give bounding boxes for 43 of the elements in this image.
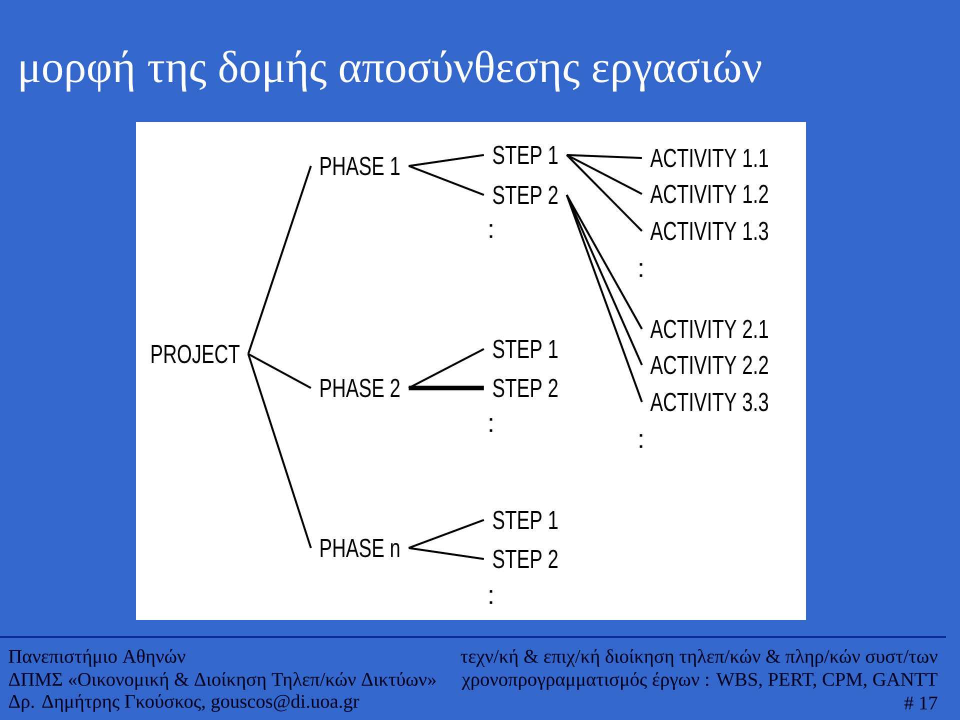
step-label: STEP 1 xyxy=(493,340,558,358)
activity-label: ACTIVITY 1.2 xyxy=(650,184,768,204)
step-label: STEP 1 xyxy=(493,146,558,164)
branch-line xyxy=(566,154,643,232)
footer-text: χρονοπρογραμματισμός έργων : WBS, PERT, CPM, GANTT xyxy=(462,672,938,690)
step-label: STEP 2 xyxy=(493,550,558,568)
branch-line xyxy=(566,194,643,402)
footer-text: Δρ. Δημήτρης Γκούσκος, gouscos@di.uoa.gr xyxy=(8,694,360,712)
continuation-mark: : xyxy=(490,590,492,604)
branch-line xyxy=(248,353,312,389)
branch-line xyxy=(566,154,642,195)
continuation-mark: : xyxy=(490,224,492,238)
continuation-mark: : xyxy=(640,434,642,448)
branch-line xyxy=(408,348,484,389)
phase-label: PHASE n xyxy=(320,538,400,558)
step-label: STEP 2 xyxy=(493,186,558,204)
activity-label: ACTIVITY 2.1 xyxy=(650,320,768,338)
branch-line xyxy=(408,154,484,167)
phase-label: PHASE 2 xyxy=(320,378,400,398)
step-label: STEP 2 xyxy=(493,378,558,398)
footer-text: Πανεπιστήμιο Αθηνών xyxy=(8,649,186,667)
phase-label: PHASE 1 xyxy=(320,156,400,176)
continuation-mark: : xyxy=(640,263,642,277)
footer-text: ΔΠΜΣ «Οικονομική & Διοίκηση Τηλεπ/κών Δικτύων» xyxy=(8,672,436,690)
activity-label: ACTIVITY 2.2 xyxy=(650,356,768,374)
continuation-mark: : xyxy=(490,418,492,432)
slide-title: μορφή της δομής αποσύνθεσης εργασιών xyxy=(20,50,762,92)
footer-text: τεχν/κή & επιχ/κή διοίκηση τηλεπ/κών & πληρ/κών συστ/των xyxy=(460,649,938,667)
page-number: # 17 xyxy=(904,696,938,710)
branch-line xyxy=(408,165,484,196)
step-label: STEP 1 xyxy=(493,510,558,530)
branch-line xyxy=(408,547,484,560)
branch-line xyxy=(408,386,484,390)
branch-line xyxy=(247,354,312,548)
branch-line xyxy=(566,154,642,159)
branch-line xyxy=(247,166,312,354)
project-label: PROJECT xyxy=(152,344,240,364)
activity-label: ACTIVITY 3.3 xyxy=(650,392,768,412)
activity-label: ACTIVITY 1.3 xyxy=(650,222,768,240)
branch-line xyxy=(408,519,484,549)
branch-line xyxy=(566,194,643,330)
activity-label: ACTIVITY 1.1 xyxy=(650,148,768,168)
branch-line xyxy=(566,194,643,366)
